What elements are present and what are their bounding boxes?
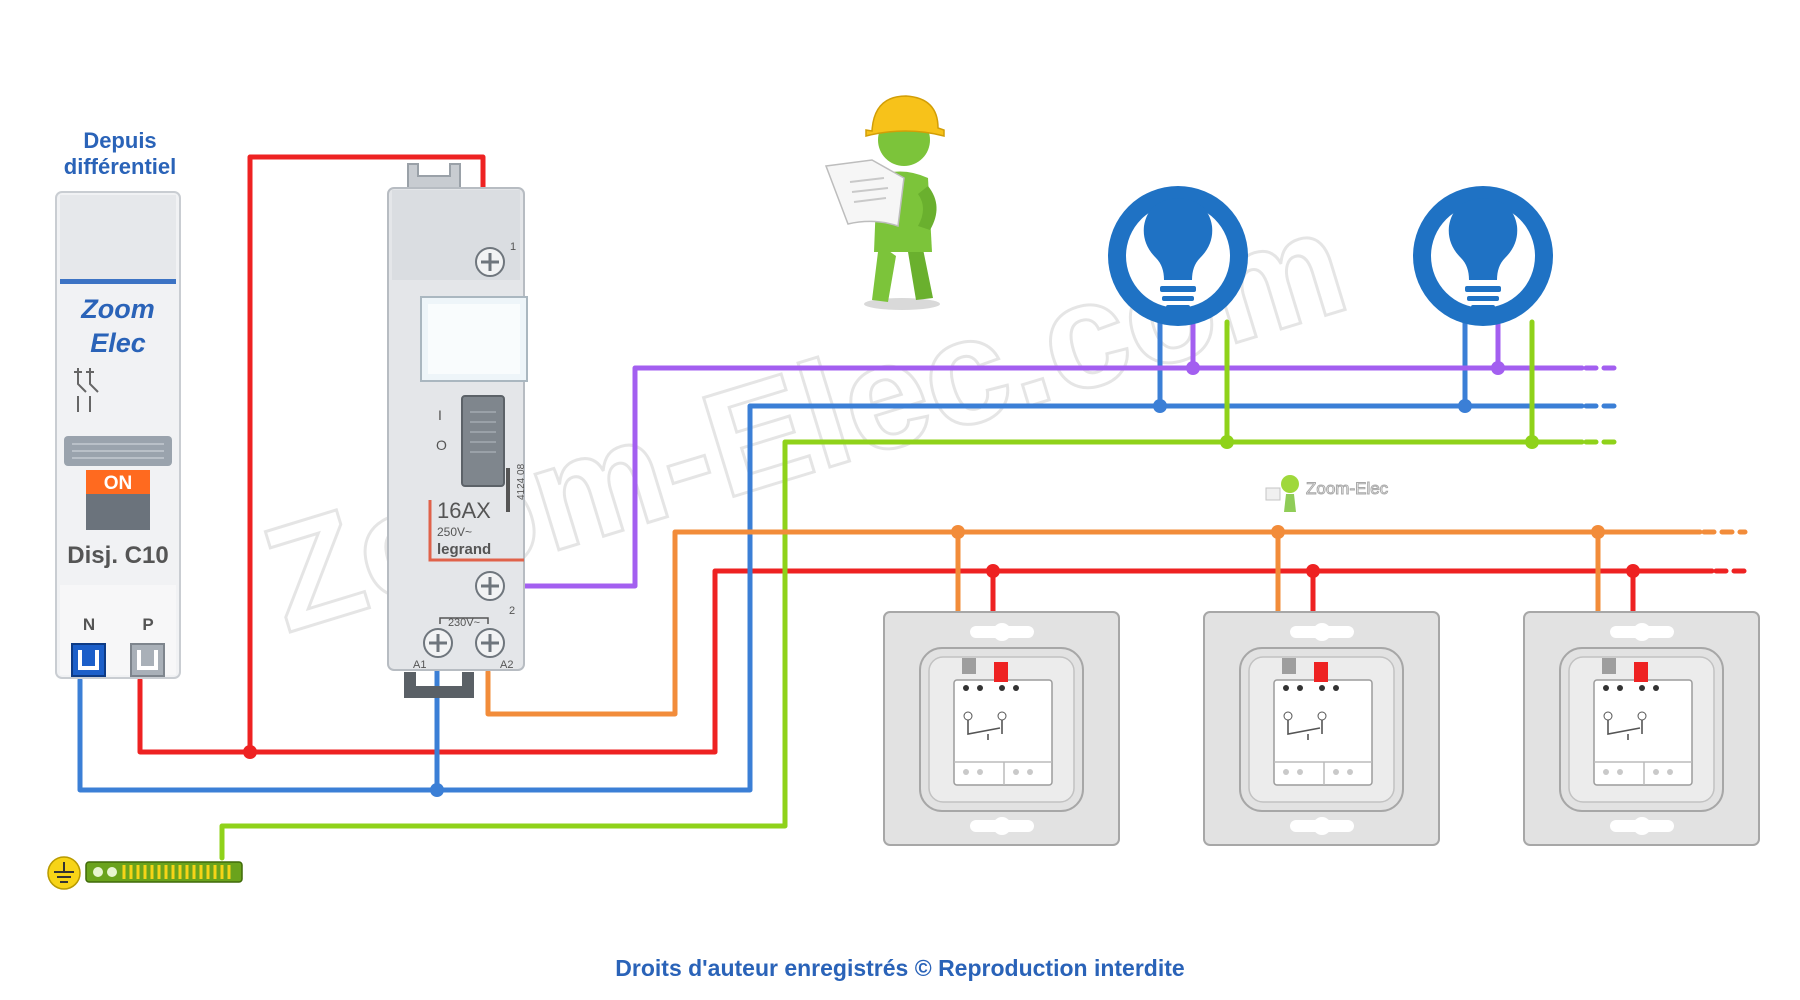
relay-terminal-2-label: 2	[509, 605, 515, 617]
relay-terminal-a1-label: A1	[413, 659, 426, 671]
breaker-blue-band	[60, 279, 176, 284]
junction-dot	[1491, 361, 1505, 375]
junction-dot	[243, 745, 257, 759]
breaker-body	[55, 191, 181, 679]
push-button[interactable]	[883, 611, 1120, 846]
junction-dot	[1306, 564, 1320, 578]
breaker-on-indicator[interactable]	[86, 470, 150, 494]
relay-ref-bar	[506, 468, 510, 512]
junction-dot	[1591, 525, 1605, 539]
lamp-icon	[1108, 186, 1248, 326]
watermark-small-text: Zoom-Elec	[1306, 479, 1389, 498]
breaker-symbol-icon	[74, 368, 99, 412]
junction-dot	[1458, 399, 1472, 413]
wire-pushbutton-control	[485, 529, 1703, 717]
wire-lamp-return	[512, 365, 1585, 589]
wire-earth	[219, 439, 1585, 861]
junction-dot	[1525, 435, 1539, 449]
relay-brand: legrand	[437, 541, 491, 558]
junction-dot	[986, 564, 1000, 578]
hard-hat	[865, 95, 945, 137]
relay-label-window-inner	[428, 304, 520, 374]
lamp-icon	[1413, 186, 1553, 326]
breaker-phase-label: P	[142, 615, 153, 634]
junction-dot	[1186, 361, 1200, 375]
junction-dot	[951, 525, 965, 539]
breaker-state-label: ON	[104, 473, 133, 494]
junctions	[243, 361, 1640, 797]
junction-dot	[1153, 399, 1167, 413]
earth-terminal-bar	[47, 856, 243, 890]
breaker-brand-line2: Elec	[90, 328, 146, 358]
relay-current: 16AX	[437, 498, 491, 523]
wire-phase-to-buttons	[247, 568, 1715, 755]
relay-coil-voltage: 230V~	[448, 617, 480, 629]
relay-pos-on: I	[438, 407, 442, 423]
push-button[interactable]	[1203, 611, 1440, 846]
push-button[interactable]	[1523, 611, 1760, 846]
junction-dot	[1626, 564, 1640, 578]
relay-terminal-a2-label: A2	[500, 659, 513, 671]
source-label-line2: différentiel	[63, 154, 177, 179]
source-label-line1: Depuis	[83, 128, 157, 153]
watermark-logo: Zoom-Elec	[1265, 475, 1389, 512]
breaker-upper-panel	[60, 195, 176, 279]
breaker-name: Disj. C10	[67, 542, 168, 569]
circuit-breaker: Zoom Elec ON Disj. C10 N P	[55, 191, 181, 679]
junction-dot	[1220, 435, 1234, 449]
junction-dot	[1271, 525, 1285, 539]
copyright-footer: Droits d'auteur enregistrés © Reproducti…	[615, 955, 1185, 981]
remote-switch: 1 I O 4124 08 16AX 250V~ legrand 2 230V~…	[387, 163, 528, 698]
breaker-neutral-label: N	[83, 615, 95, 634]
wire-neutral	[77, 403, 1585, 793]
relay-top-clip	[407, 163, 461, 191]
relay-rating-frame	[428, 500, 524, 562]
relay-din-clip	[404, 672, 474, 698]
relay-ref: 4124 08	[516, 463, 527, 500]
junction-dot	[430, 783, 444, 797]
breaker-brand-line1: Zoom	[80, 294, 155, 324]
breaker-phase-terminal[interactable]	[130, 643, 165, 677]
relay-pos-off: O	[436, 437, 447, 453]
wire-phase-to-relay	[137, 154, 486, 755]
breaker-neutral-terminal[interactable]	[71, 643, 106, 677]
relay-voltage: 250V~	[437, 525, 472, 539]
plan-sheet	[824, 159, 905, 228]
worker-with-plan-icon	[824, 95, 945, 310]
source-label: Depuis différentiel	[30, 128, 210, 180]
relay-terminal-1-label: 1	[510, 241, 516, 253]
